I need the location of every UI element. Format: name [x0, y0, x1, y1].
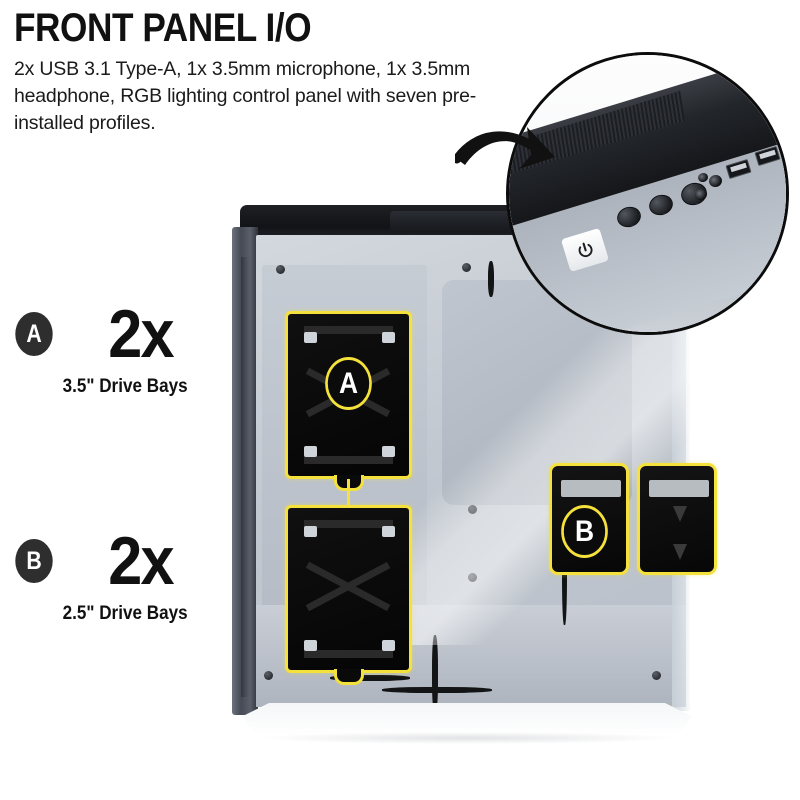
callout-b-row: B 2x [0, 527, 225, 595]
ssd-mount-2 [637, 463, 717, 575]
tray-bracket-art [296, 322, 401, 468]
cable [432, 635, 438, 713]
ssd-mount-group [549, 463, 719, 583]
screw [652, 671, 661, 680]
screw [264, 671, 273, 680]
screw [468, 505, 477, 514]
tray-hole [382, 640, 395, 651]
ssd-clip [673, 506, 687, 522]
callout-b: B 2x 2.5" Drive Bays [0, 527, 225, 625]
badge-b: B [15, 539, 53, 583]
tray-hole [304, 446, 317, 457]
ssd-clip [673, 544, 687, 560]
callout-arrow-icon [455, 127, 555, 169]
case-base-feet [242, 703, 692, 735]
tray-bracket-art [296, 516, 401, 662]
screw [468, 573, 477, 582]
cable [382, 687, 492, 693]
ssd-bracket-bar [561, 480, 621, 497]
callout-a-row: A 2x [0, 300, 225, 368]
tray-hole [382, 526, 395, 537]
callout-b-quantity: 2x [108, 523, 174, 599]
header-block: FRONT PANEL I/O 2x USB 3.1 Type-A, 1x 3.… [14, 6, 534, 137]
bay-connector-line [347, 479, 350, 505]
case-front-bezel [232, 227, 258, 715]
callout-a-label: 3.5" Drive Bays [62, 376, 188, 397]
tray-hole [304, 640, 317, 651]
tray-hole [382, 332, 395, 343]
callout-a: A 2x 3.5" Drive Bays [0, 300, 225, 398]
cable [330, 675, 410, 681]
tray-hole [382, 446, 395, 457]
page-title: FRONT PANEL I/O [14, 6, 312, 50]
marker-a: A [325, 357, 372, 410]
cable [488, 261, 494, 297]
marker-b: B [561, 505, 608, 558]
power-button-icon[interactable] [560, 227, 610, 273]
drive-bay-35-lower [285, 505, 412, 685]
bezel-inner-strip [241, 257, 250, 697]
callout-a-quantity: 2x [108, 296, 174, 372]
badge-a: A [15, 312, 53, 356]
front-panel-closeup-inset [506, 52, 789, 335]
screw [276, 265, 285, 274]
page-description: 2x USB 3.1 Type-A, 1x 3.5mm microphone, … [14, 58, 477, 134]
case-shadow [262, 732, 672, 744]
callout-b-label: 2.5" Drive Bays [62, 603, 188, 624]
ssd-bracket-bar [649, 480, 709, 497]
tray-hole [304, 332, 317, 343]
ssd-mount-1 [549, 463, 629, 575]
screw [462, 263, 471, 272]
tray-hole [304, 526, 317, 537]
tray-handle-notch [333, 669, 364, 685]
